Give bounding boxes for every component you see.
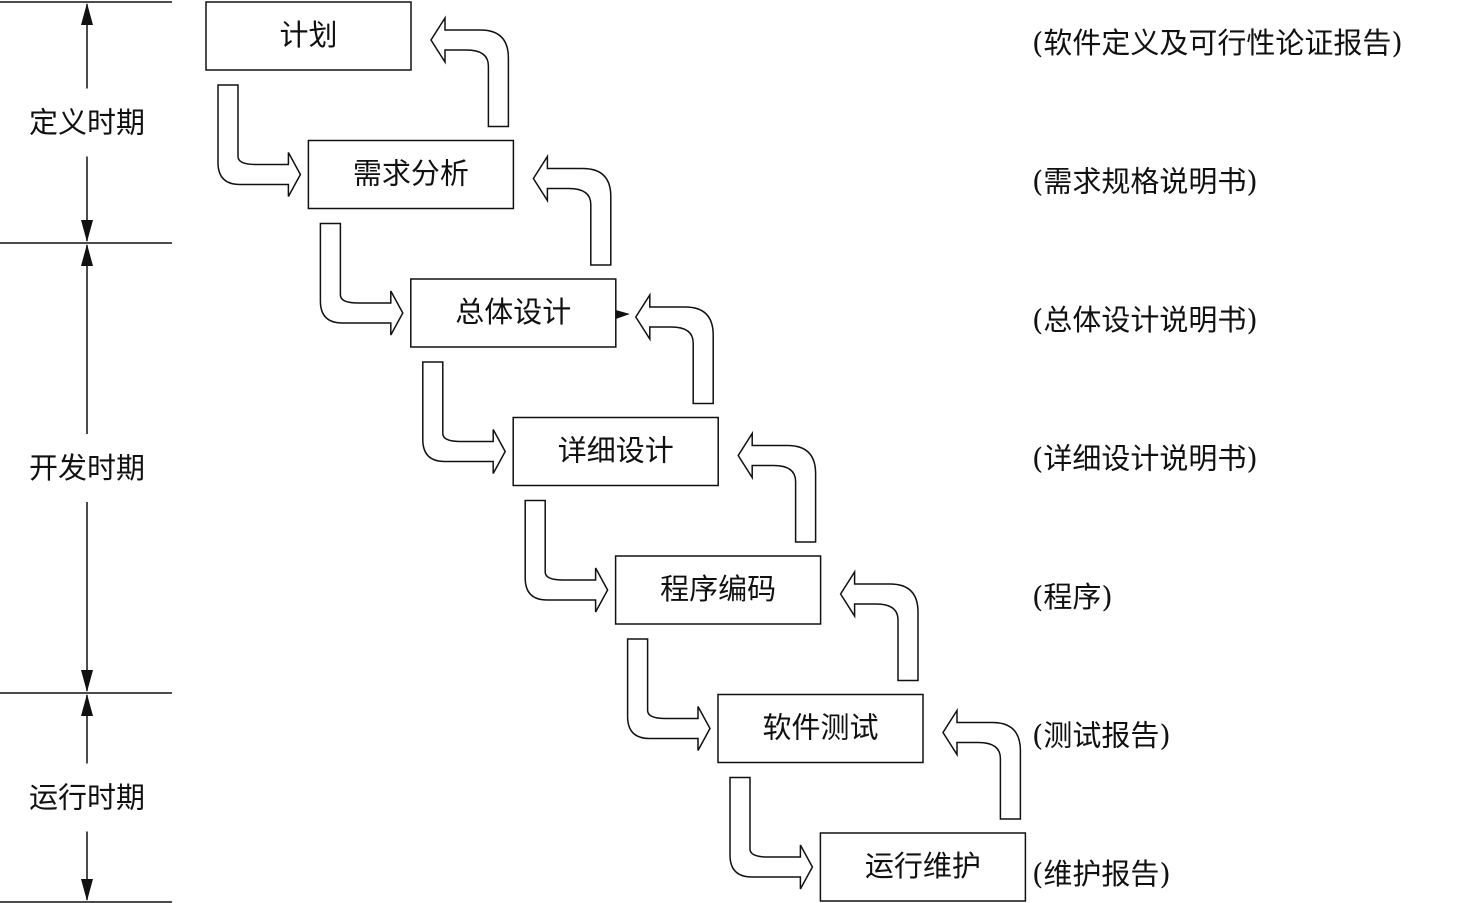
stage-overall-design: 总体设计 — [410, 278, 617, 348]
stage-label-plan: 计划 — [279, 18, 337, 52]
stage-document-plan: (软件定义及可行性论证报告) — [1032, 26, 1403, 60]
period-label-definition: 定义时期 — [29, 106, 145, 140]
stage-label-requirements: 需求分析 — [353, 157, 469, 191]
period-arrowhead-down-development — [81, 670, 93, 692]
flow-arrows — [217, 15, 1022, 890]
stage-box-plan — [205, 1, 412, 71]
stage-document-overall-design: (总体设计说明书) — [1032, 303, 1258, 337]
stage-documents: (软件定义及可行性论证报告) (需求规格说明书) (总体设计说明书) (详细设计说明书… — [1032, 26, 1403, 891]
stage-label-detailed-design: 详细设计 — [558, 434, 674, 468]
stage-detailed-design: 详细设计 — [512, 416, 719, 487]
forward-arrow-overall-design-to-detailed-design — [422, 361, 507, 474]
forward-arrow-testing-to-maintenance — [729, 776, 814, 890]
stage-box-overall-design — [410, 278, 617, 348]
stage-maintenance: 运行维护 — [819, 832, 1027, 902]
stage-box-testing — [717, 693, 924, 764]
stage-testing: 软件测试 — [717, 693, 924, 764]
stage-label-maintenance: 运行维护 — [865, 849, 981, 883]
stage-coding: 程序编码 — [614, 555, 822, 625]
stage-document-testing: (测试报告) — [1032, 719, 1171, 753]
stage-document-detailed-design: (详细设计说明书) — [1032, 442, 1258, 476]
stage-box-detailed-design — [512, 416, 719, 487]
forward-arrow-detailed-design-to-coding — [524, 499, 609, 613]
period-arrowhead-down-operation — [81, 879, 93, 901]
period-arrowhead-up-operation — [81, 694, 93, 716]
feedback-arrow-detailed-design-to-overall-design — [634, 292, 714, 405]
stage-requirements: 需求分析 — [307, 139, 515, 210]
feedback-arrow-requirements-to-plan — [430, 15, 510, 128]
period-label-development: 开发时期 — [29, 451, 145, 485]
period-arrowhead-up-definition — [81, 3, 93, 25]
stage-plan: 计划 — [205, 1, 412, 71]
stage-label-testing: 软件测试 — [762, 711, 878, 745]
stage-box-maintenance — [819, 832, 1027, 902]
stage-box-requirements — [307, 139, 515, 210]
stage-document-requirements: (需求规格说明书) — [1032, 165, 1258, 199]
period-label-operation: 运行时期 — [29, 781, 145, 815]
feedback-arrow-coding-to-detailed-design — [737, 430, 817, 543]
feedback-arrow-overall-design-to-requirements — [532, 153, 612, 266]
stage-label-coding: 程序编码 — [660, 572, 776, 606]
forward-arrow-coding-to-testing — [626, 638, 711, 751]
period-arrowhead-down-definition — [81, 220, 93, 242]
stage-document-maintenance: (维护报告) — [1032, 857, 1171, 891]
stage-box-coding — [614, 555, 822, 625]
forward-arrow-requirements-to-overall-design — [319, 222, 404, 336]
feedback-arrow-testing-to-coding — [839, 569, 919, 682]
stage-document-coding: (程序) — [1032, 580, 1113, 614]
forward-arrow-plan-to-requirements — [217, 84, 302, 197]
overall-design-notch — [615, 310, 630, 319]
feedback-arrow-maintenance-to-testing — [942, 707, 1022, 820]
stage-label-overall-design: 总体设计 — [455, 295, 571, 329]
period-arrowhead-up-development — [81, 244, 93, 266]
